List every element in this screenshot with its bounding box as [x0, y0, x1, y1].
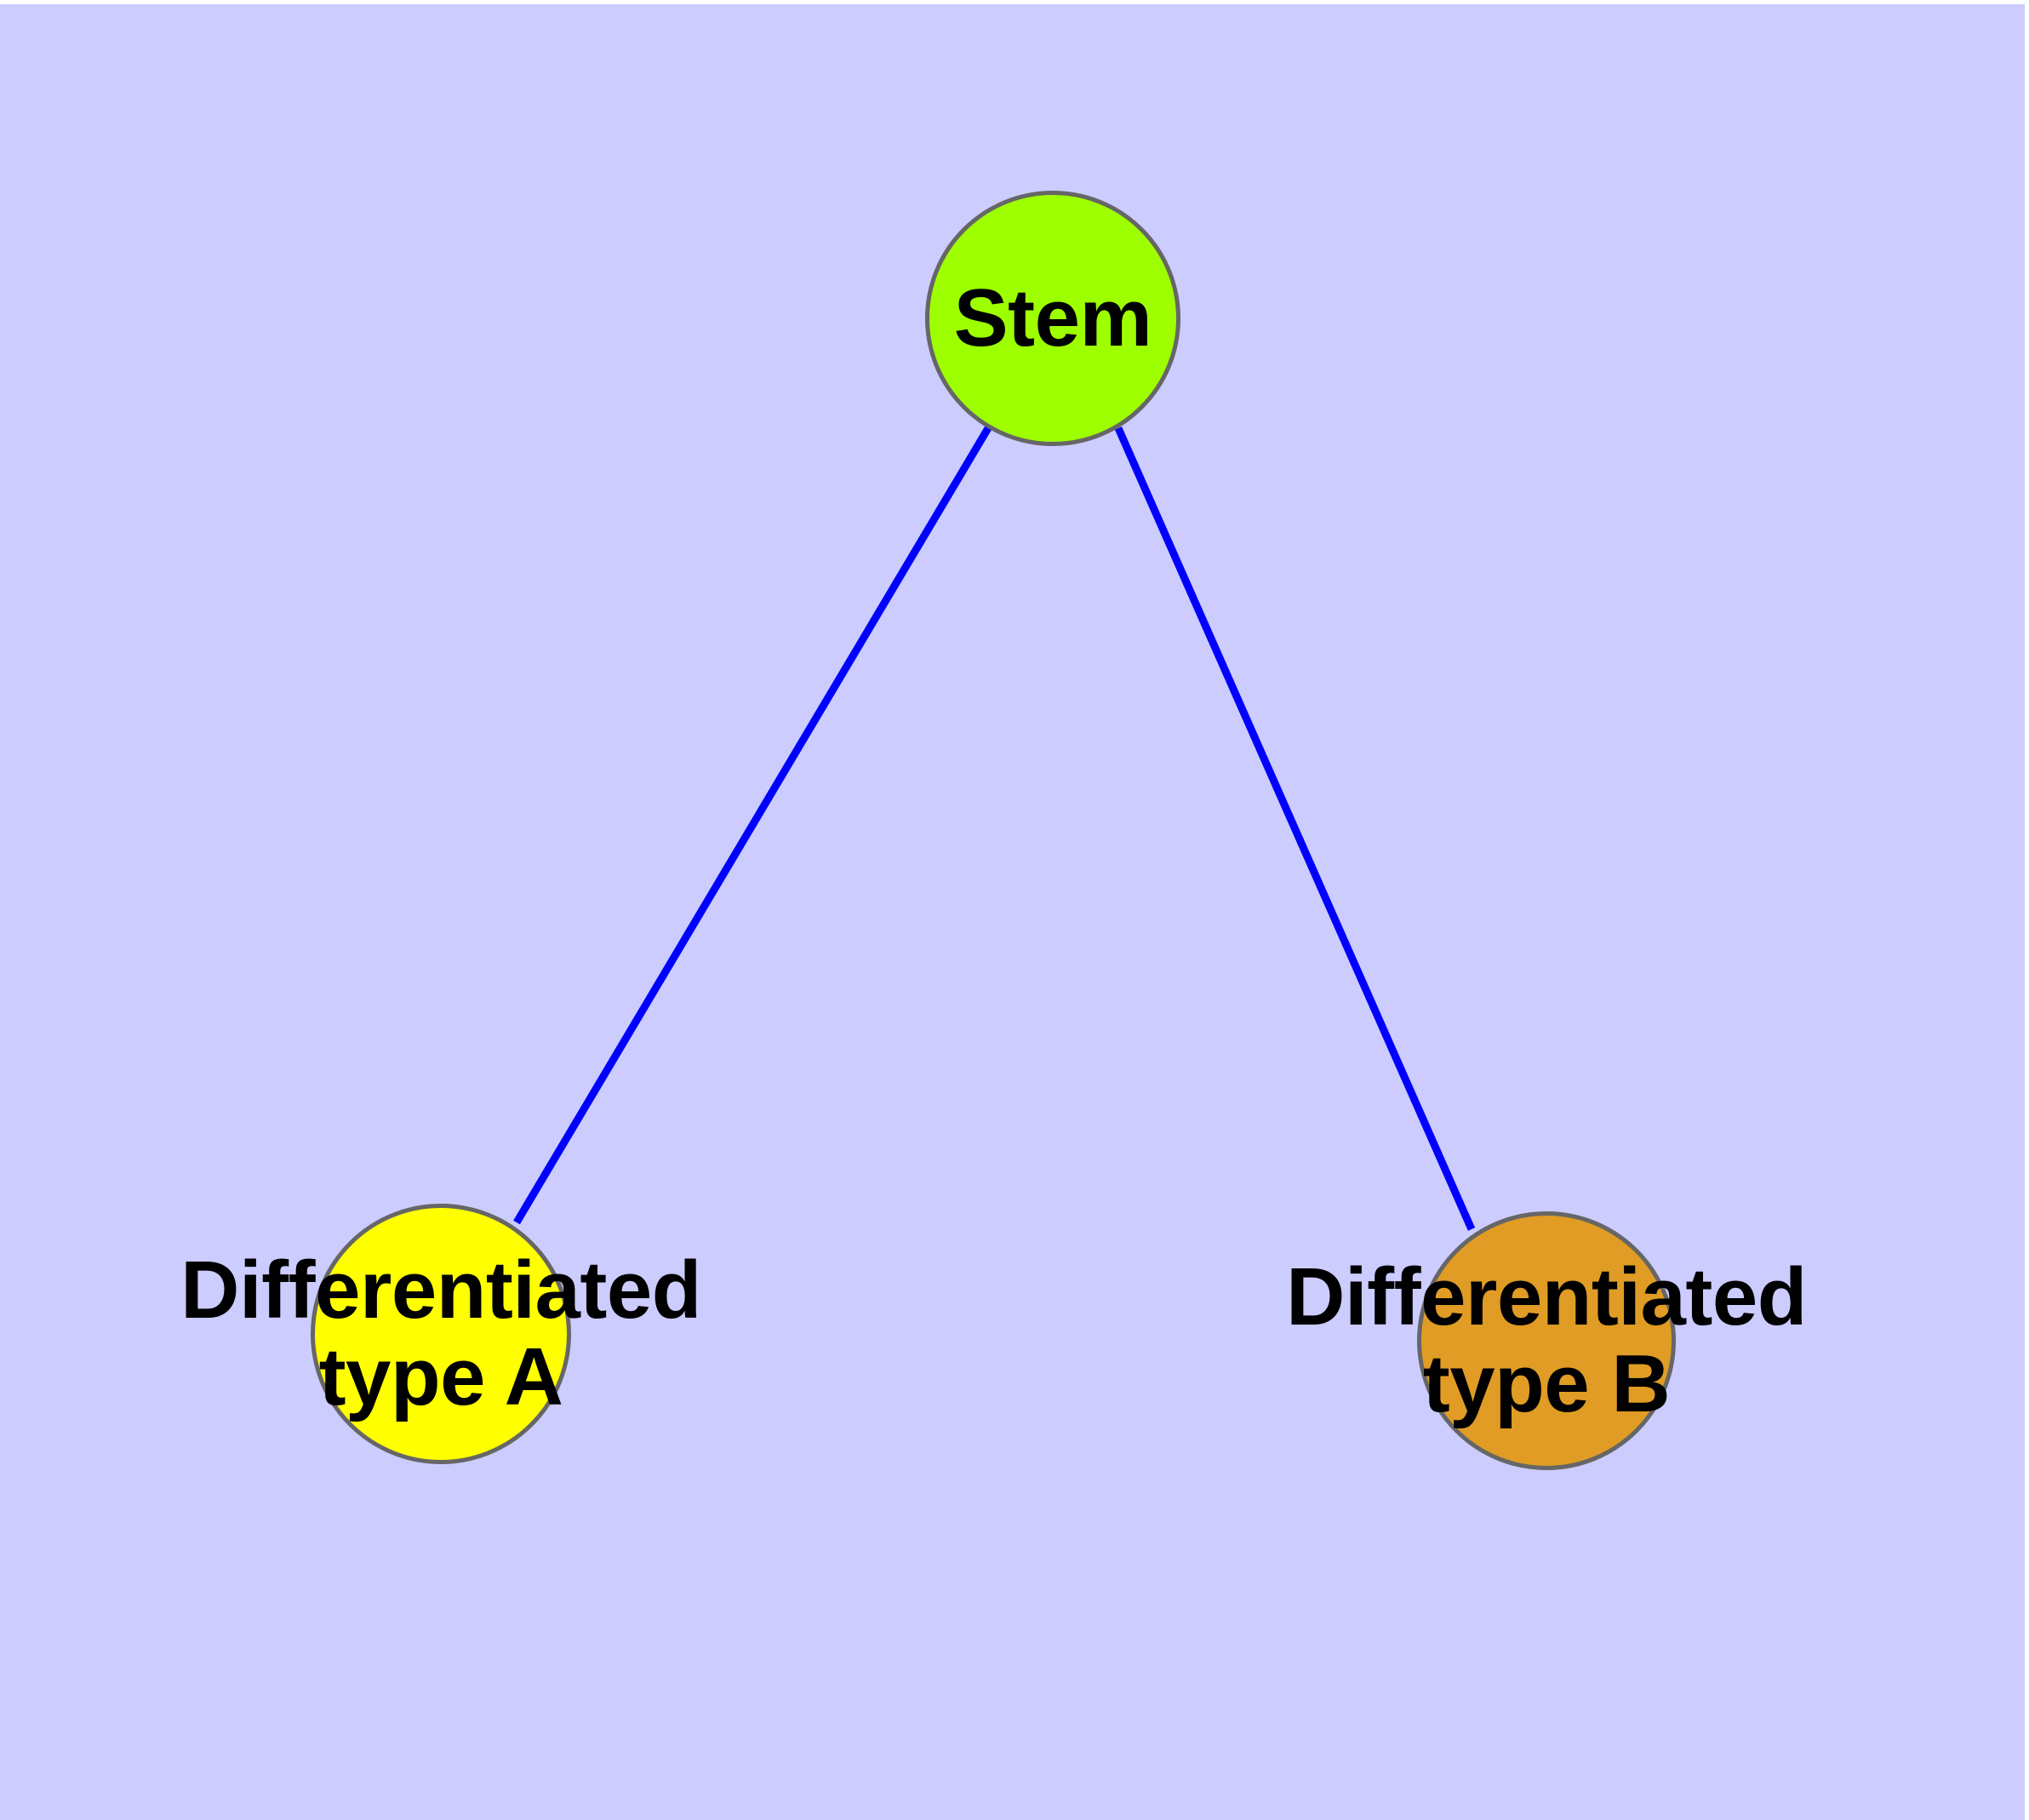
node-differentiated-type-a-label-line-2: type A: [318, 1331, 563, 1422]
node-differentiated-type-a-label-line-1: Differentiated: [180, 1245, 701, 1336]
edge-stem-to-type-b: [1114, 426, 1476, 1231]
node-differentiated-type-b-circle: [1417, 1211, 1676, 1470]
node-stem-label-line-1: Stem: [953, 272, 1152, 364]
node-differentiated-type-b-label-line-2: type B: [1422, 1338, 1671, 1429]
edge-stem-to-type-a: [513, 426, 992, 1225]
node-differentiated-type-b[interactable]: Differentiated type B: [1286, 1211, 1807, 1470]
node-differentiated-type-a-circle: [311, 1204, 571, 1464]
node-stem[interactable]: Stem: [925, 191, 1180, 446]
node-differentiated-type-b-label-line-1: Differentiated: [1286, 1251, 1807, 1343]
node-stem-circle: [925, 191, 1180, 446]
node-stem-label: Stem: [954, 275, 1152, 362]
node-differentiated-type-a[interactable]: Differentiated type A: [180, 1204, 701, 1464]
node-differentiated-type-b-label: Differentiated type B: [1286, 1254, 1807, 1428]
node-differentiated-type-a-label: Differentiated type A: [180, 1247, 701, 1421]
